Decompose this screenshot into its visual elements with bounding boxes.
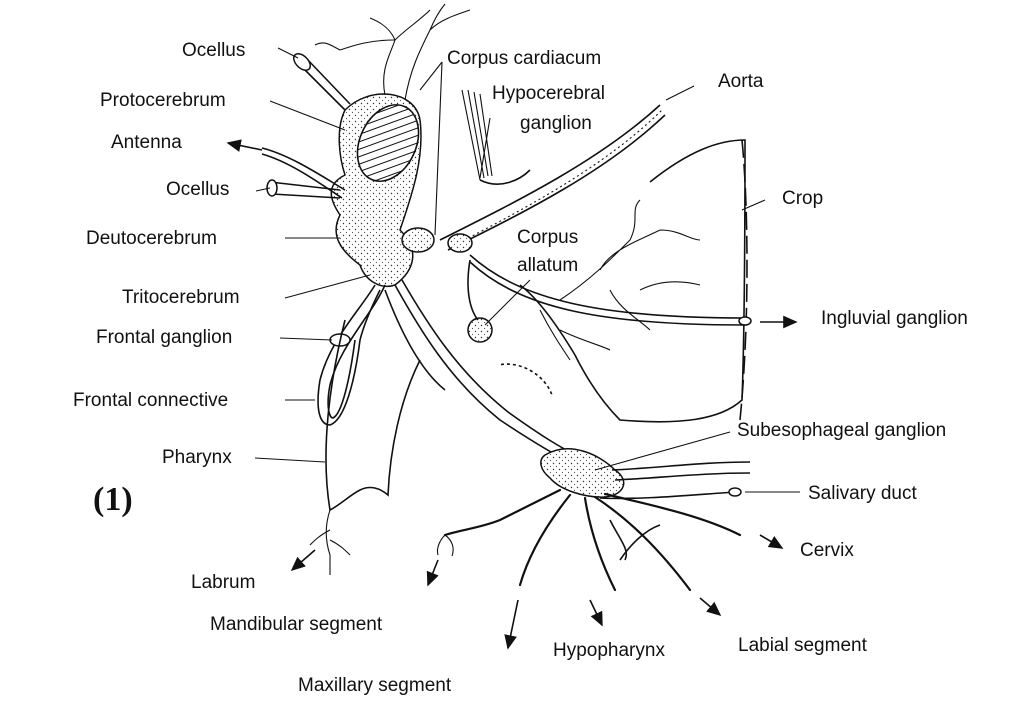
label-hypocerebral-line1: Hypocerebral: [492, 83, 605, 104]
label-ocellus-top: Ocellus: [182, 40, 245, 61]
label-deutocerebrum: Deutocerebrum: [86, 228, 217, 249]
label-labial-segment: Labial segment: [738, 635, 868, 656]
ingluvial-ganglion: [739, 317, 751, 325]
label-subesophageal-ganglion: Subesophageal ganglion: [737, 420, 946, 441]
label-crop: Crop: [782, 188, 823, 209]
labels: (1) Ocellus Protocerebrum Antenna Ocellu…: [73, 40, 968, 696]
label-maxillary-segment: Maxillary segment: [298, 675, 452, 696]
salivary-duct: [729, 488, 741, 496]
label-frontal-ganglion: Frontal ganglion: [96, 327, 232, 348]
label-mandibular-segment: Mandibular segment: [210, 614, 383, 635]
label-corpus-cardiacum: Corpus cardiacum: [447, 48, 601, 69]
label-aorta: Aorta: [718, 71, 764, 92]
label-tritocerebrum: Tritocerebrum: [122, 287, 240, 308]
label-labrum: Labrum: [191, 572, 255, 593]
label-hypopharynx: Hypopharynx: [553, 640, 665, 661]
label-salivary-duct: Salivary duct: [808, 483, 917, 504]
label-ingluvial-ganglion: Ingluvial ganglion: [821, 308, 968, 329]
label-protocerebrum: Protocerebrum: [100, 90, 226, 111]
label-frontal-connective: Frontal connective: [73, 390, 228, 411]
label-antenna: Antenna: [111, 132, 182, 153]
label-corpus-allatum-line2: allatum: [517, 255, 578, 276]
figure-number: (1): [93, 481, 133, 518]
label-ocellus-lower: Ocellus: [166, 179, 229, 200]
crop-outline: [520, 140, 745, 422]
label-hypocerebral-line2: ganglion: [520, 113, 592, 134]
label-cervix: Cervix: [800, 540, 854, 561]
label-corpus-allatum-line1: Corpus: [517, 227, 578, 248]
corpus-cardiacum: [402, 228, 434, 252]
label-pharynx: Pharynx: [162, 447, 232, 468]
subesophageal-ganglion: [541, 449, 624, 497]
